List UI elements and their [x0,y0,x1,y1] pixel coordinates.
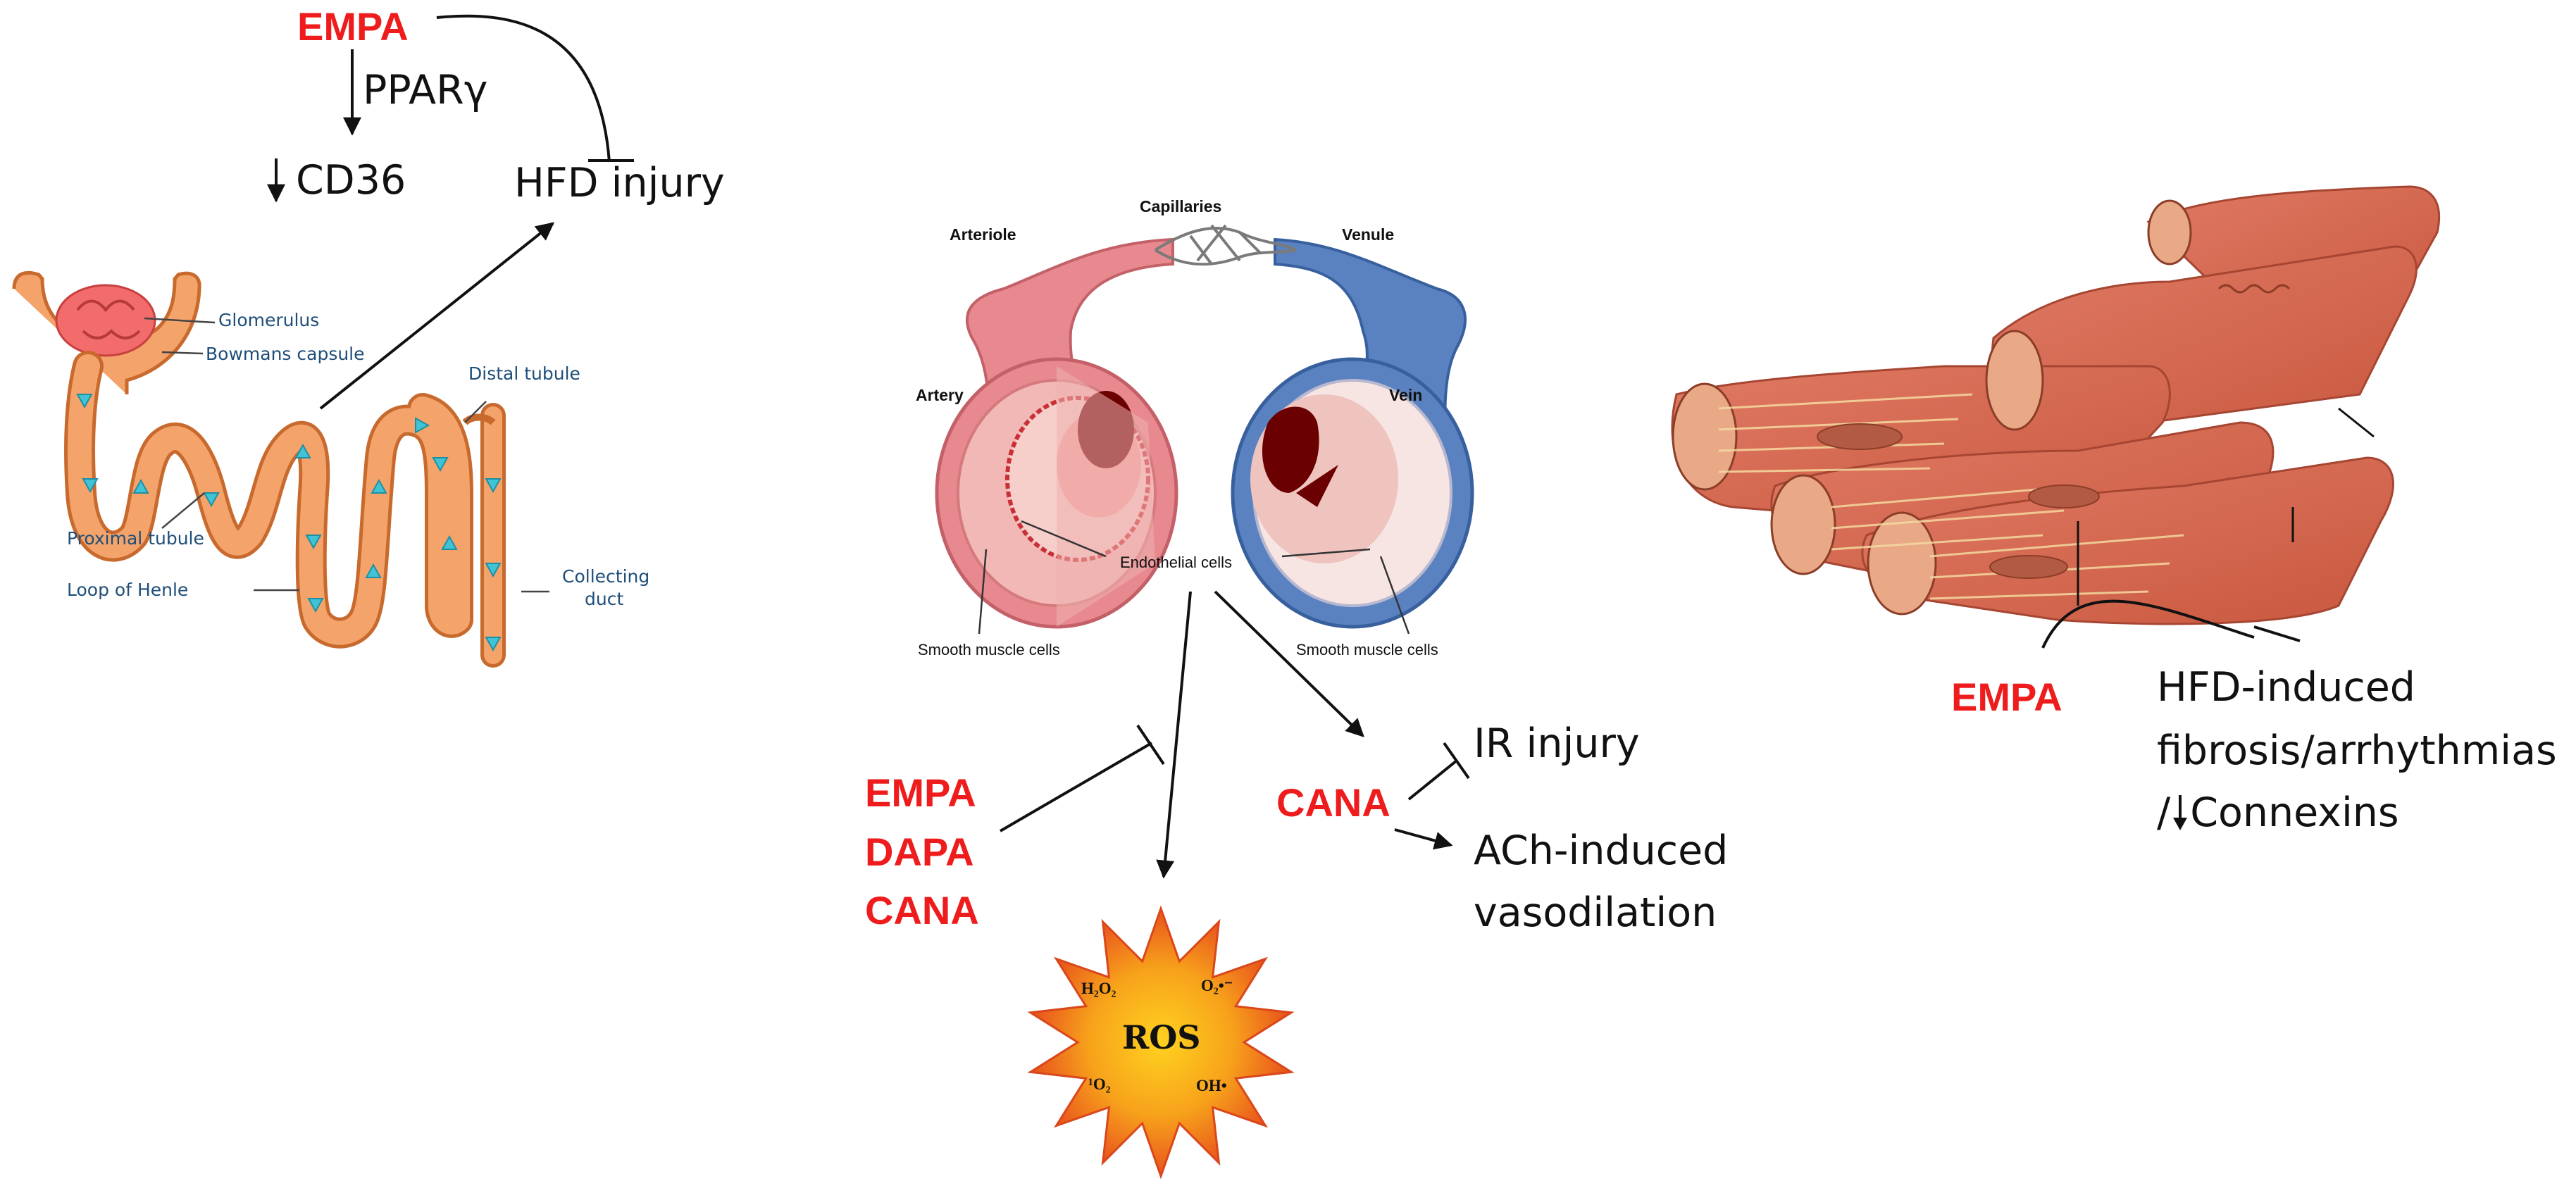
kidney-hfd-injury-label: HFD injury [514,160,725,206]
inhibit-bar-ir [1443,742,1470,780]
vessel-drug-empa: EMPA [865,770,976,815]
venule-label: Venule [1342,225,1395,244]
ros-star-shape [1027,905,1295,1180]
down-arrow-icon [2173,795,2188,830]
ros-hydroxyl: OH• [1196,1077,1227,1094]
vessel-drug-dapa: DAPA [865,830,974,874]
vein-cross-section [1231,357,1474,629]
cana-to-ach-arrow [1394,828,1453,850]
vein-label: Vein [1389,386,1423,404]
cardiomyocyte-illustration [1671,185,2441,625]
ros-title: ROS [1122,1018,1201,1056]
ach-vasodilation-line1: ACh-induced [1474,827,1729,874]
smooth-muscle-right-label: Smooth muscle cells [1296,641,1438,658]
nephron-to-hfd-arrow [319,222,555,410]
ach-vasodilation-line2: vasodilation [1474,889,1717,936]
cana-inhibits-ir-line [1407,759,1458,801]
kidney-drug-empa: EMPA [297,4,409,49]
heart-outcome-line2: fibrosis/arrhythmias [2157,727,2557,774]
heart-pathway-arrows [2041,599,2301,649]
vessel-drug-cana: CANA [865,888,979,932]
endothelial-to-ros-arrow [1156,591,1192,879]
glomerulus-label: Glomerulus [218,310,320,330]
loop-of-henle-label: Loop of Henle [67,580,189,600]
ppar-gamma-label: PPARγ [363,67,488,113]
cd36-label: CD36 [296,157,406,204]
empa-inhibits-fibrosis-line [2041,599,2255,649]
heart-outcome-prefix: / [2157,789,2171,836]
capillaries-label: Capillaries [1140,197,1222,216]
nephron-illustration [12,271,549,668]
vessel-drug-cana-right: CANA [1276,780,1390,825]
collecting-duct-label-1: Collecting [562,566,650,587]
heart-outcome-connexins: Connexins [2190,789,2399,836]
ros-starburst [1027,905,1295,1180]
artery-cross-section [935,357,1178,629]
smooth-muscle-left-label: Smooth muscle cells [918,641,1060,658]
endothelial-cells-label: Endothelial cells [1120,554,1232,571]
empa-inhibits-hfd-line [436,14,611,163]
heart-outcome-line1: HFD-induced [2157,664,2415,711]
vessel-pathway-arrows [999,590,1470,879]
ros-singlet-oxygen: ¹O₂ [1088,1075,1111,1093]
vessel-illustration [935,224,1474,635]
proximal-tubule-label: Proximal tubule [67,528,204,549]
ir-injury-label: IR injury [1474,720,1640,767]
drugs-inhibit-ros-line [999,742,1153,832]
artery-label: Artery [916,386,964,404]
kidney-pathway-arrows [267,14,634,410]
arteriole-label: Arteriole [950,225,1016,244]
heart-drug-empa: EMPA [1951,675,2062,719]
inhibit-bar-heart [2253,625,2301,642]
endothelial-to-ir-arrow [1214,590,1364,737]
bowmans-capsule-label: Bowmans capsule [206,344,365,364]
ros-h2o2: H₂O₂ [1081,980,1116,997]
inhibit-bar-ros [1136,724,1165,766]
collecting-duct-label-2: duct [585,589,624,609]
ros-superoxide: O₂•⁻ [1201,977,1233,994]
distal-tubule-label: Distal tubule [468,363,580,384]
heart-outcome-line3: / Connexins [2157,792,2399,833]
